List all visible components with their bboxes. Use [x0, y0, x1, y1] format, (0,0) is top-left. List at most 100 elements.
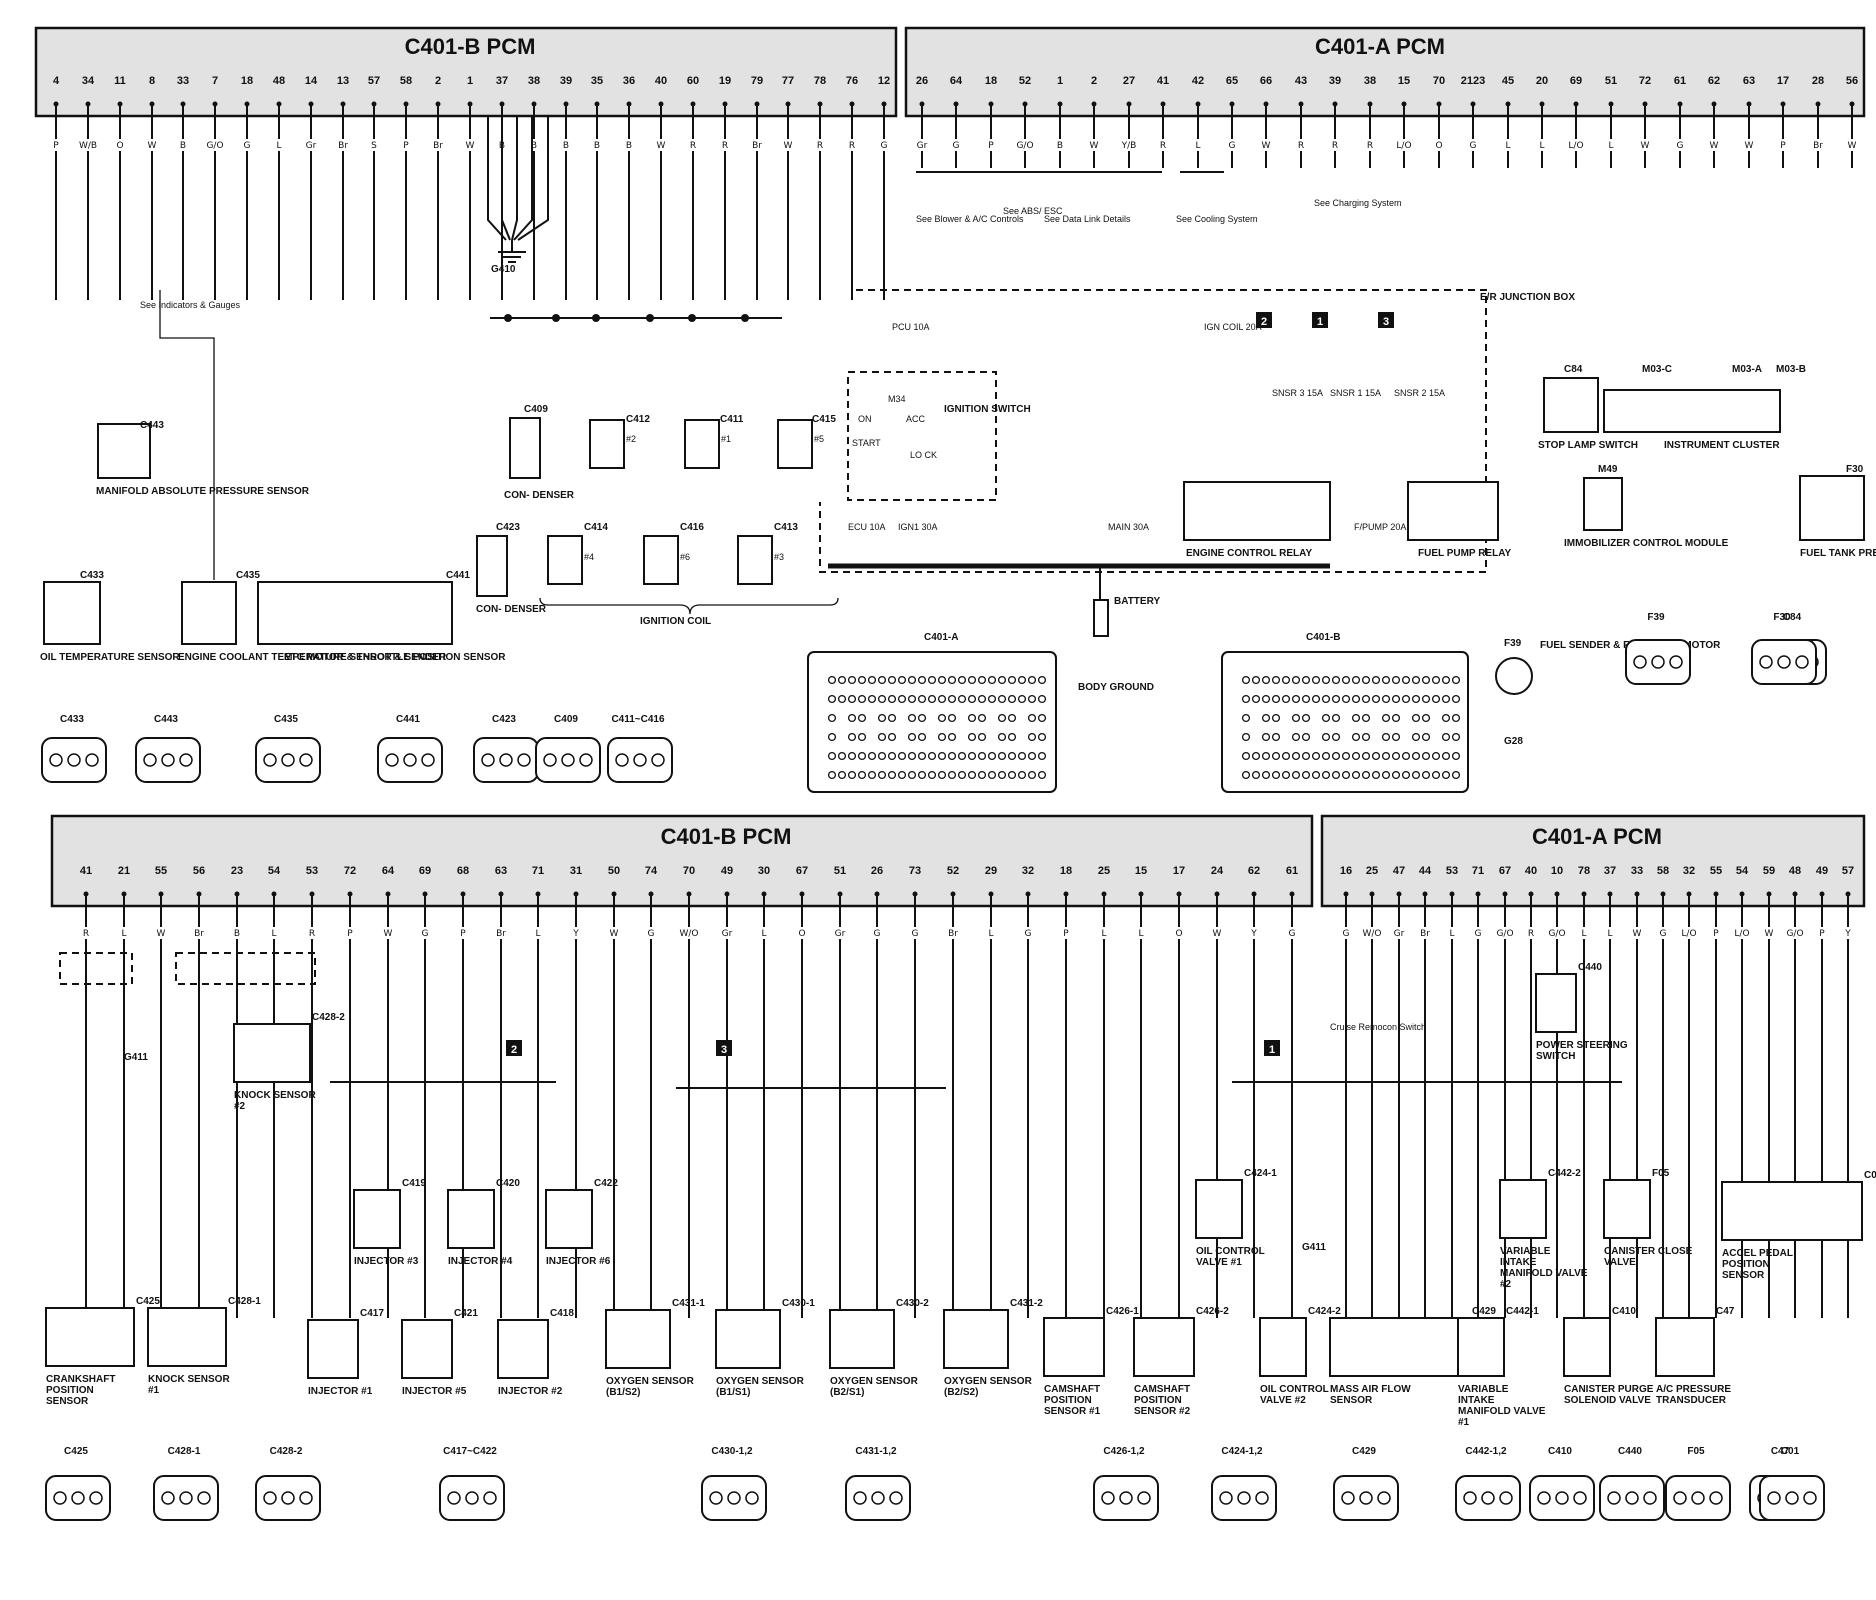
- pcm-face-pin: [867, 675, 877, 685]
- vim2-label: MANIFOLD VALVE: [1500, 1268, 1588, 1279]
- pcm-face-pin: [1291, 694, 1301, 704]
- pcm-face-pin: [1381, 732, 1391, 742]
- pcm-face-pin: [827, 732, 837, 742]
- maf-connector: C429: [1472, 1306, 1496, 1317]
- pcm-face-pin: [957, 751, 967, 761]
- connector-face: [255, 737, 321, 783]
- pcm-face-pin: [967, 694, 977, 704]
- c401a-bot-pin-25: 25: [1366, 865, 1378, 877]
- connector-face-label: C435: [274, 714, 298, 725]
- svg-text:MANIFOLD ABSOLUTE PRESSURE SEN: MANIFOLD ABSOLUTE PRESSURE SENSOR: [96, 486, 310, 497]
- pcm-face-pin: [967, 713, 977, 723]
- pcm-face-pin: [827, 770, 837, 780]
- c401a-top-color-65: G: [1229, 141, 1236, 151]
- c401a-top-pin-69: 69: [1570, 75, 1582, 87]
- pcm-face-pin: [967, 732, 977, 742]
- pcm-face-pin: [1311, 770, 1321, 780]
- c401b-top-pin-57: 57: [368, 75, 380, 87]
- c401b-top-terminal-18: [244, 101, 250, 107]
- pcm-face-pin: [947, 770, 957, 780]
- inj5-connector: C421: [454, 1308, 478, 1319]
- c401b-top-color-77: W: [784, 141, 793, 151]
- c401b-bot-terminal-50: [611, 891, 617, 897]
- pcm-face-pin: [1381, 675, 1391, 685]
- pcm-face-pin: [1017, 675, 1027, 685]
- c401a-top-pin-66: 66: [1260, 75, 1272, 87]
- connector-face: [1529, 1475, 1595, 1521]
- c401a-top-pin-26: 26: [916, 75, 928, 87]
- c401b-bot-color-54: L: [271, 929, 276, 939]
- c401b-top-pin-33: 33: [177, 75, 189, 87]
- c401a-bot-color-78: L: [1581, 929, 1586, 939]
- c401a-bot-terminal-78: [1581, 891, 1587, 897]
- c401b-bot-pin-69: 69: [419, 865, 431, 877]
- c401b-bot-color-25: L: [1101, 929, 1106, 939]
- c401b-top-terminal-35: [594, 101, 600, 107]
- pcm-face-pin: [907, 732, 917, 742]
- pcm-face-pin: [1291, 751, 1301, 761]
- pcm-face-pin: [887, 732, 897, 742]
- vim2-label: INTAKE: [1500, 1257, 1537, 1268]
- pcm-face-pin: [1301, 751, 1311, 761]
- c401a-bot-pin-58: 58: [1657, 865, 1669, 877]
- c401b-bot-pin-67: 67: [796, 865, 808, 877]
- svg-text:1: 1: [1317, 316, 1323, 328]
- c401a-face: [807, 651, 1057, 793]
- c401b-bot-color-62: Y: [1250, 929, 1257, 939]
- pcm-face-pin: [1351, 675, 1361, 685]
- svg-text:Cruise Remocon Switch: Cruise Remocon Switch: [1330, 1022, 1426, 1032]
- pcm-face-pin: [887, 694, 897, 704]
- c401a-top-terminal-61: [1677, 101, 1683, 107]
- pcm-face-pin: [947, 751, 957, 761]
- pcm-face-pin: [1027, 732, 1037, 742]
- c401b-bot-terminal-52: [950, 891, 956, 897]
- c401a-top-pin-43: 43: [1295, 75, 1307, 87]
- connector-face-label: F30: [1773, 612, 1791, 623]
- vim1-connector: C442-1: [1506, 1306, 1539, 1317]
- c401b-top-pin-19: 19: [719, 75, 731, 87]
- shield-knock: [175, 952, 316, 985]
- connector-face-label: C433: [60, 714, 84, 725]
- o2-b2s1-label: (B2/S1): [830, 1387, 864, 1398]
- connector-face-label: C428-2: [270, 1446, 303, 1457]
- pcm-face-pin: [1261, 751, 1271, 761]
- pcm-face-pin: [1271, 694, 1281, 704]
- c401b-bot-color-67: O: [798, 929, 805, 939]
- connector-face-label: F39: [1647, 612, 1665, 623]
- canister-close-component: [1603, 1179, 1651, 1239]
- c401b-top-terminal-12: [881, 101, 887, 107]
- pcm-face-pin: [1411, 713, 1421, 723]
- svg-text:C414: C414: [584, 522, 608, 533]
- c401b-top-color-18: G: [244, 141, 251, 151]
- c401b-bot-pin-53: 53: [306, 865, 318, 877]
- connector-face: [153, 1475, 219, 1521]
- accel-connector: C01: [1864, 1170, 1876, 1181]
- pcm-face-pin: [987, 694, 997, 704]
- c401b-top-terminal-4: [53, 101, 59, 107]
- c401b-bot-color-52: Br: [948, 929, 958, 939]
- c401a-top-pin-41: 41: [1157, 75, 1169, 87]
- c401b-top-color-39: B: [563, 141, 569, 151]
- ac-pressure-label: TRANSDUCER: [1656, 1395, 1727, 1406]
- ocv2-label: VALVE #2: [1260, 1395, 1306, 1406]
- c401a-top-pin-39: 39: [1329, 75, 1341, 87]
- c401b-top-pin-18: 18: [241, 75, 253, 87]
- svg-text:#5: #5: [814, 434, 824, 444]
- map-sensor: [97, 423, 151, 479]
- pcm-face-pin: [1331, 713, 1341, 723]
- o2-b1s2-connector: C431-1: [672, 1298, 705, 1309]
- pcm-face-pin: [1321, 732, 1331, 742]
- c401b-bot-pin-49: 49: [721, 865, 733, 877]
- pcm-face-pin: [1261, 694, 1271, 704]
- pcm-face-pin: [1027, 694, 1037, 704]
- c401a-top-pin-64: 64: [950, 75, 963, 87]
- svg-text:FUEL TANK PRESSURE SENSOR: FUEL TANK PRESSURE SENSOR: [1800, 548, 1876, 559]
- o2-b2s1-connector: C430-2: [896, 1298, 929, 1309]
- svg-text:ACC: ACC: [906, 414, 926, 424]
- c401a-bot-terminal-54: [1739, 891, 1745, 897]
- c401a-bot-color-10: G/O: [1548, 929, 1565, 939]
- c401b-bot-color-55: W: [157, 929, 166, 939]
- c401a-top-terminal-69: [1573, 101, 1579, 107]
